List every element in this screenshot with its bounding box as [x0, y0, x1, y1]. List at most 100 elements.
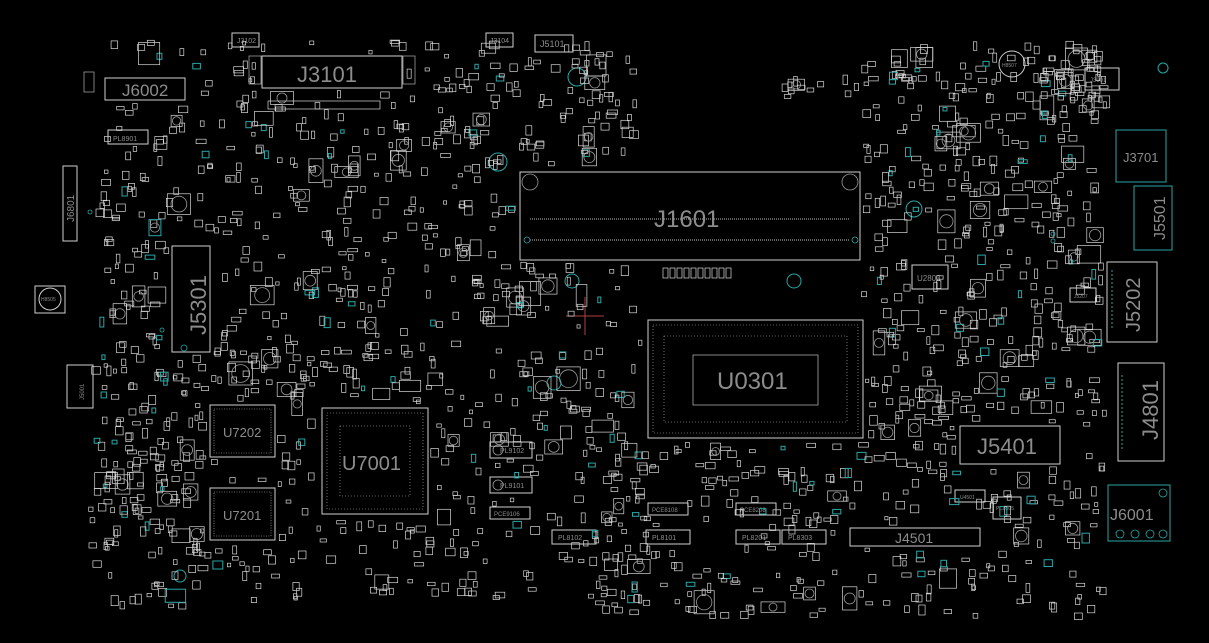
smd-footprint-inner	[1067, 522, 1079, 534]
smd-footprint	[968, 88, 977, 93]
smd-footprint	[111, 439, 118, 445]
smd-footprint	[495, 348, 502, 354]
smd-footprint	[772, 509, 782, 516]
smd-footprint	[1088, 91, 1096, 98]
smd-footprint	[832, 569, 838, 576]
connector-j5202[interactable]: J5202	[1106, 261, 1158, 343]
inductor-pl9101[interactable]: PL9101	[489, 476, 533, 494]
smd-footprint	[250, 379, 260, 384]
smd-footprint	[659, 452, 669, 460]
inductor-pl9102[interactable]: PL9102	[489, 441, 533, 459]
smd-footprint	[1062, 123, 1070, 132]
smd-footprint	[956, 360, 963, 366]
smd-footprint-inner	[1002, 351, 1017, 366]
chip-u4501[interactable]: U4501	[954, 489, 986, 503]
connector-j4501[interactable]: J4501	[849, 527, 981, 547]
connector-j5301[interactable]: J5301	[171, 245, 211, 353]
smd-footprint	[597, 296, 602, 304]
smd-footprint	[588, 593, 594, 599]
smd-footprint	[1021, 354, 1028, 361]
smd-footprint	[141, 402, 150, 412]
smd-footprint	[1014, 523, 1024, 528]
cap-pce8208[interactable]: PCE8208	[735, 502, 777, 516]
connector-j6001[interactable]: J6001	[1107, 484, 1171, 542]
cap-pce8108[interactable]: PCE8108	[647, 502, 689, 516]
smd-footprint	[250, 388, 259, 394]
smd-footprint	[1013, 527, 1030, 545]
chip-u7001[interactable]: U7001	[321, 407, 429, 515]
smd-footprint	[579, 97, 585, 104]
smd-footprint	[300, 130, 309, 140]
smd-footprint	[188, 565, 196, 573]
smd-footprint	[379, 197, 389, 206]
smd-footprint	[769, 524, 777, 531]
smd-footprint	[368, 286, 376, 291]
connector-j5101[interactable]: J5101	[534, 34, 574, 53]
connector-j5401[interactable]: J5401	[959, 425, 1061, 465]
inductor-pl8201[interactable]: PL8201	[735, 529, 781, 545]
inductor-pl8303[interactable]: PL8303	[781, 529, 827, 545]
smd-footprint	[548, 161, 555, 167]
smd-footprint	[463, 200, 473, 207]
smd-footprint	[410, 196, 416, 206]
inductor-pl8101[interactable]: PL8101	[645, 529, 691, 545]
smd-footprint	[919, 179, 925, 186]
smd-footprint	[1058, 138, 1066, 143]
smd-footprint	[311, 287, 319, 298]
smd-footprint-inner	[349, 160, 360, 171]
smd-footprint	[501, 283, 510, 289]
smd-footprint	[498, 73, 505, 78]
smd-footprint	[892, 365, 900, 373]
connector-j3102[interactable]: J3102	[231, 32, 260, 48]
smd-footprint	[585, 381, 591, 389]
smd-footprint	[832, 443, 842, 451]
smd-footprint	[1004, 505, 1011, 516]
connector-j1601[interactable]: J1601	[519, 171, 861, 261]
connector-j3101[interactable]: J3101	[248, 55, 416, 110]
smd-footprint	[1091, 398, 1100, 404]
smd-footprint	[905, 147, 911, 158]
smd-footprint	[390, 376, 396, 383]
smd-footprint	[236, 100, 244, 108]
smd-footprint	[803, 586, 816, 601]
smd-footprint	[1017, 471, 1030, 489]
smd-footprint	[242, 40, 246, 46]
mount-hole-h8507[interactable]: H8507	[998, 50, 1026, 78]
chip-u7201[interactable]: U7201	[209, 487, 276, 541]
connector-j6801[interactable]: J6801	[62, 165, 78, 242]
connector-j5001[interactable]: J5001	[66, 364, 94, 409]
smd-footprint	[1065, 521, 1081, 536]
smd-footprint	[652, 523, 660, 527]
connector-j3901[interactable]: J3901	[1084, 67, 1120, 91]
connector-j4801[interactable]: J4801	[1117, 362, 1165, 462]
smd-footprint	[638, 339, 643, 346]
inductor-pl8102[interactable]: PL8102	[551, 529, 597, 545]
mount-hole-h8505[interactable]: H8505	[34, 285, 66, 314]
connector-j5501[interactable]: J5501	[1133, 185, 1173, 251]
chip-j5207[interactable]: J5207	[1069, 287, 1097, 303]
smd-footprint	[295, 202, 300, 207]
smd-footprint	[990, 469, 997, 475]
smd-footprint	[459, 200, 466, 209]
smd-footprint	[858, 442, 869, 448]
smd-footprint	[409, 529, 415, 534]
smd-footprint	[609, 269, 615, 274]
smd-footprint	[382, 584, 388, 591]
inductor-pl8901[interactable]: PL8901	[107, 129, 149, 145]
smd-footprint	[1019, 141, 1029, 149]
connector-j6002[interactable]: J6002	[83, 71, 186, 101]
smd-footprint	[955, 83, 966, 92]
connector-j3701[interactable]: J3701	[1115, 129, 1167, 183]
smd-footprint	[1094, 51, 1103, 62]
smd-footprint	[154, 136, 168, 150]
chip-u7202[interactable]: U7202	[209, 404, 276, 458]
smd-footprint	[903, 351, 909, 361]
smd-footprint	[372, 209, 381, 219]
smd-footprint	[226, 177, 231, 183]
smd-footprint	[615, 453, 620, 462]
smd-footprint	[767, 546, 776, 551]
chip-u2803[interactable]: U2803	[911, 264, 949, 290]
smd-footprint	[1039, 135, 1046, 143]
cap-pce9106[interactable]: PCE9106	[489, 506, 531, 520]
chip-u0301[interactable]: U0301	[647, 319, 864, 439]
